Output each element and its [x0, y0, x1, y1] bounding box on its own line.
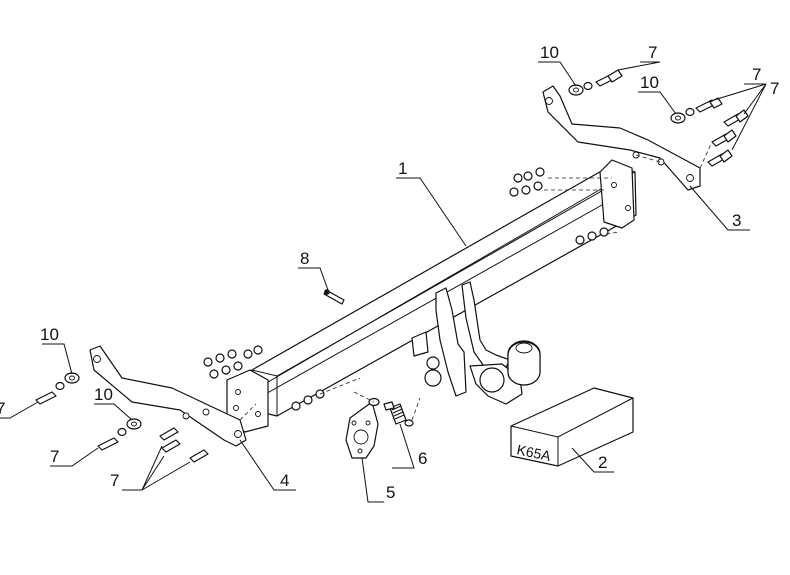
socket-plate: [345, 397, 380, 459]
callout-bolt-right-mid: 7: [752, 65, 761, 84]
fastener-group-right-top: [568, 69, 623, 96]
kit-box: K65A: [510, 387, 634, 467]
callout-right-bracket: 3: [732, 211, 741, 230]
fastener-group-crossbar-right: [509, 167, 609, 245]
spring-bolt: [383, 401, 414, 427]
locking-pin: [323, 289, 345, 305]
callout-socket-plate: 5: [386, 483, 395, 502]
crossbar-tube: [226, 159, 637, 433]
left-side-bracket: [89, 345, 247, 447]
callout-washer-right-mid: 10: [640, 73, 659, 92]
fastener-group-crossbar-left: [203, 345, 325, 411]
leader-lines: [0, 61, 767, 503]
callout-labels: 1 10 7 10 7 7 3 8 6 5 2 4 10 7 10 7 7: [0, 43, 779, 502]
callout-crossbar: 1: [398, 159, 407, 178]
tow-ball-neck: [411, 281, 541, 405]
callout-pin: 8: [300, 249, 309, 268]
fastener-group-right-mid: [670, 97, 749, 167]
callout-left-bracket: 4: [280, 471, 289, 490]
callout-washer-right-top: 10: [540, 43, 559, 62]
callout-washer-left-mid: 10: [94, 385, 113, 404]
callout-bolt-left-bottom: 7: [110, 471, 119, 490]
callout-bolt-left-edge: 7: [0, 399, 5, 418]
right-side-bracket: [542, 85, 701, 191]
assembly-lines: [239, 141, 713, 421]
fastener-group-left: [35, 372, 209, 463]
callout-bolt-right-far: 7: [770, 79, 779, 98]
kit-box-label: K65A: [515, 441, 552, 464]
callout-bolt-right-top: 7: [648, 43, 657, 62]
callout-washer-left-top: 10: [40, 325, 59, 344]
callout-bolt-left-mid: 7: [50, 447, 59, 466]
callout-spring-bolt: 6: [418, 449, 427, 468]
callout-kit-box: 2: [598, 453, 607, 472]
